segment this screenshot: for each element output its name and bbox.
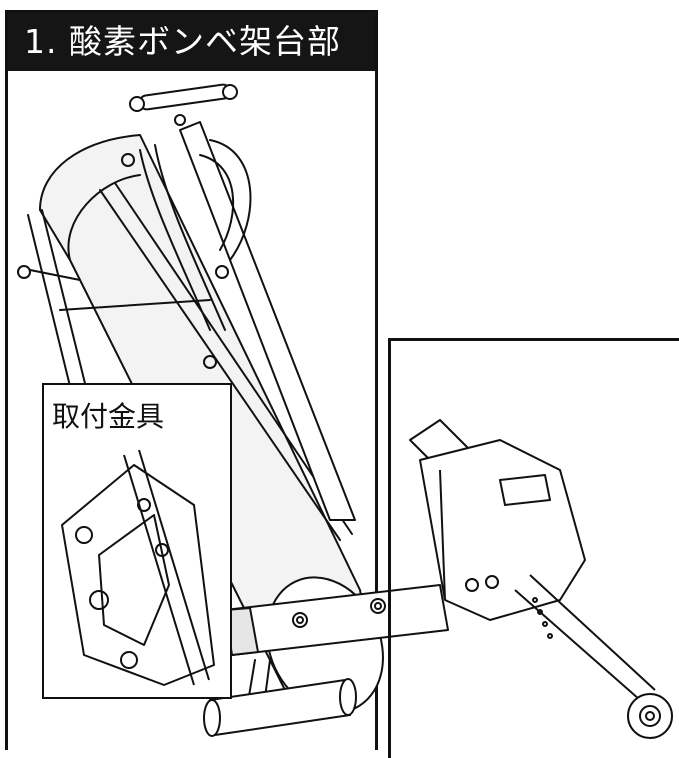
regulator-body bbox=[409, 419, 586, 621]
section-title: 1. 酸素ボンベ架台部 bbox=[8, 13, 375, 71]
top-bolt bbox=[17, 83, 238, 369]
mounting-bracket-drawing bbox=[61, 449, 215, 686]
inset-panel: 取付金具 bbox=[42, 383, 232, 699]
main-panel: 1. 酸素ボンベ架台部 bbox=[5, 10, 378, 750]
base-bracket bbox=[203, 584, 449, 737]
knob bbox=[627, 693, 673, 739]
detail-panel bbox=[388, 338, 679, 758]
flow-tube bbox=[514, 574, 656, 701]
inset-label: 取付金具 bbox=[52, 400, 165, 433]
